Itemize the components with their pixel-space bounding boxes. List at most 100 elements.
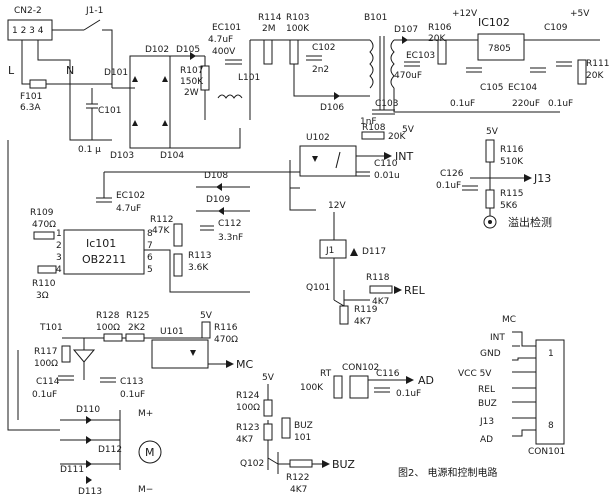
ic102-value: 7805 <box>488 44 511 54</box>
capacitor-ec104 <box>530 67 546 73</box>
power-input-section: CN2-2 1 2 3 4 J1-1 L N F101 6.3A C101 0.… <box>7 6 135 155</box>
transformer-primary <box>369 39 374 89</box>
inductor-l101 <box>217 94 243 99</box>
r115-value: 5K6 <box>500 201 518 211</box>
r108-label: R108 <box>362 123 386 133</box>
regulator-ic102 <box>477 33 525 61</box>
q102-label: Q102 <box>240 459 264 469</box>
ic101-pin5: 5 <box>147 265 153 275</box>
fuse-f101 <box>29 79 47 89</box>
r112-value: 47K <box>152 226 170 236</box>
cn22-label: CN2-2 <box>14 6 42 16</box>
con-int-label: INT <box>490 333 505 343</box>
r119-value: 4K7 <box>354 317 371 327</box>
c101-label: C101 <box>98 106 121 116</box>
d108-label: D108 <box>204 171 228 181</box>
resistor-r125 <box>125 333 145 342</box>
d109-label: D109 <box>206 195 230 205</box>
r116b-value: 470Ω <box>214 335 238 345</box>
transformer-core <box>379 36 385 110</box>
thermistor-rt <box>333 375 343 399</box>
v5a-label: 5V <box>402 125 415 135</box>
r103-label: R103 <box>286 13 309 23</box>
resistor-r108 <box>361 131 385 140</box>
buz101-label: 101 <box>294 433 311 443</box>
capacitor-c109 <box>556 61 572 67</box>
resistor-r115 <box>485 189 495 209</box>
diode-d117 <box>350 248 358 256</box>
overflow-detect: 5V R116 510K C126 0.1uF J13 R115 5K6 溢出检… <box>436 127 552 229</box>
capacitor-c101 <box>86 88 98 140</box>
motor-label: M <box>145 446 155 459</box>
r106-value: 20K <box>428 34 446 44</box>
ec102-label: EC102 <box>116 191 145 201</box>
c116-value: 0.1uF <box>396 389 421 399</box>
d104-label: D104 <box>160 151 184 161</box>
r103-value: 100K <box>286 24 310 34</box>
capacitor-c126 <box>462 185 478 191</box>
d110-label: D110 <box>76 405 100 415</box>
overflow-probe-dot-icon <box>488 220 492 224</box>
r128-label: R128 <box>96 311 120 321</box>
r114-value: 2M <box>262 24 276 34</box>
r119-label: R119 <box>354 305 378 315</box>
ec104-label: EC104 <box>508 83 537 93</box>
capacitor-c112 <box>200 225 214 231</box>
ic101-pin1: 1 <box>56 229 62 239</box>
resistor-r116b <box>201 321 211 339</box>
v5c-label: 5V <box>200 311 213 321</box>
diode-d107 <box>402 36 408 44</box>
c126-value: 0.1uF <box>436 181 461 191</box>
line-label: L <box>8 64 15 77</box>
diode-d104 <box>162 120 168 126</box>
j13-label: J13 <box>533 172 551 185</box>
d101-label: D101 <box>104 68 128 78</box>
int-arrow-icon <box>384 152 392 160</box>
diode-d110 <box>86 416 92 424</box>
con101-body <box>535 339 565 445</box>
neutral-label: N <box>66 64 74 77</box>
r125-label: R125 <box>126 311 149 321</box>
ec102-value: 4.7uF <box>116 204 141 214</box>
v12-label: 12V <box>328 201 346 211</box>
ic101-value: OB2211 <box>82 253 126 266</box>
r110-value: 3Ω <box>36 291 49 301</box>
snubber-wire <box>293 64 370 97</box>
v5d-label: 5V <box>262 373 275 383</box>
d117-label: D117 <box>362 247 386 257</box>
ec101-value1: 4.7uF <box>208 35 233 45</box>
figure-caption: 图2、 电源和控制电路 <box>398 466 498 479</box>
vcc-supply: EC102 4.7uF D108 D109 <box>96 171 300 215</box>
capacitor-c102 <box>306 55 322 61</box>
rel-arrow-icon <box>394 286 402 294</box>
mc-label: MC <box>236 358 253 371</box>
relay-driver: 12V J1 D117 Q101 R118 4K7 REL R119 4K7 <box>306 201 426 327</box>
resistor-r122 <box>289 459 313 468</box>
bridge-rectifier: D101 D102 D103 D104 <box>104 45 184 161</box>
optocoupler-u101 <box>151 339 209 369</box>
c102-label: C102 <box>312 43 335 53</box>
con-j13-label: J13 <box>479 417 494 427</box>
bridge-frame <box>129 55 171 149</box>
d111-label: D111 <box>60 465 84 475</box>
resistor-r110 <box>37 265 57 274</box>
rel-label: REL <box>404 284 426 297</box>
c103-value: 1nF <box>360 117 377 127</box>
r118-label: R118 <box>366 273 390 283</box>
ec103-value: 470uF <box>394 71 422 81</box>
c113-value: 0.1uF <box>120 390 145 400</box>
t101-label: T101 <box>39 323 63 333</box>
j1-label: J1 <box>325 246 334 256</box>
triac-t101-icon <box>72 349 96 363</box>
capacitor-ec102 <box>96 197 112 203</box>
r116-label: R116 <box>500 145 524 155</box>
con101-label: CON101 <box>528 447 565 457</box>
con102-label: CON102 <box>342 363 379 373</box>
buz-out-label: BUZ <box>332 458 355 471</box>
r109-label: R109 <box>30 208 54 218</box>
ic101-pin3: 3 <box>56 253 62 263</box>
r107-label: R107 <box>180 66 203 76</box>
overflow-label: 溢出检测 <box>508 215 552 229</box>
j13-arrow-icon <box>524 174 532 182</box>
optocoupler-u102 <box>299 145 357 177</box>
